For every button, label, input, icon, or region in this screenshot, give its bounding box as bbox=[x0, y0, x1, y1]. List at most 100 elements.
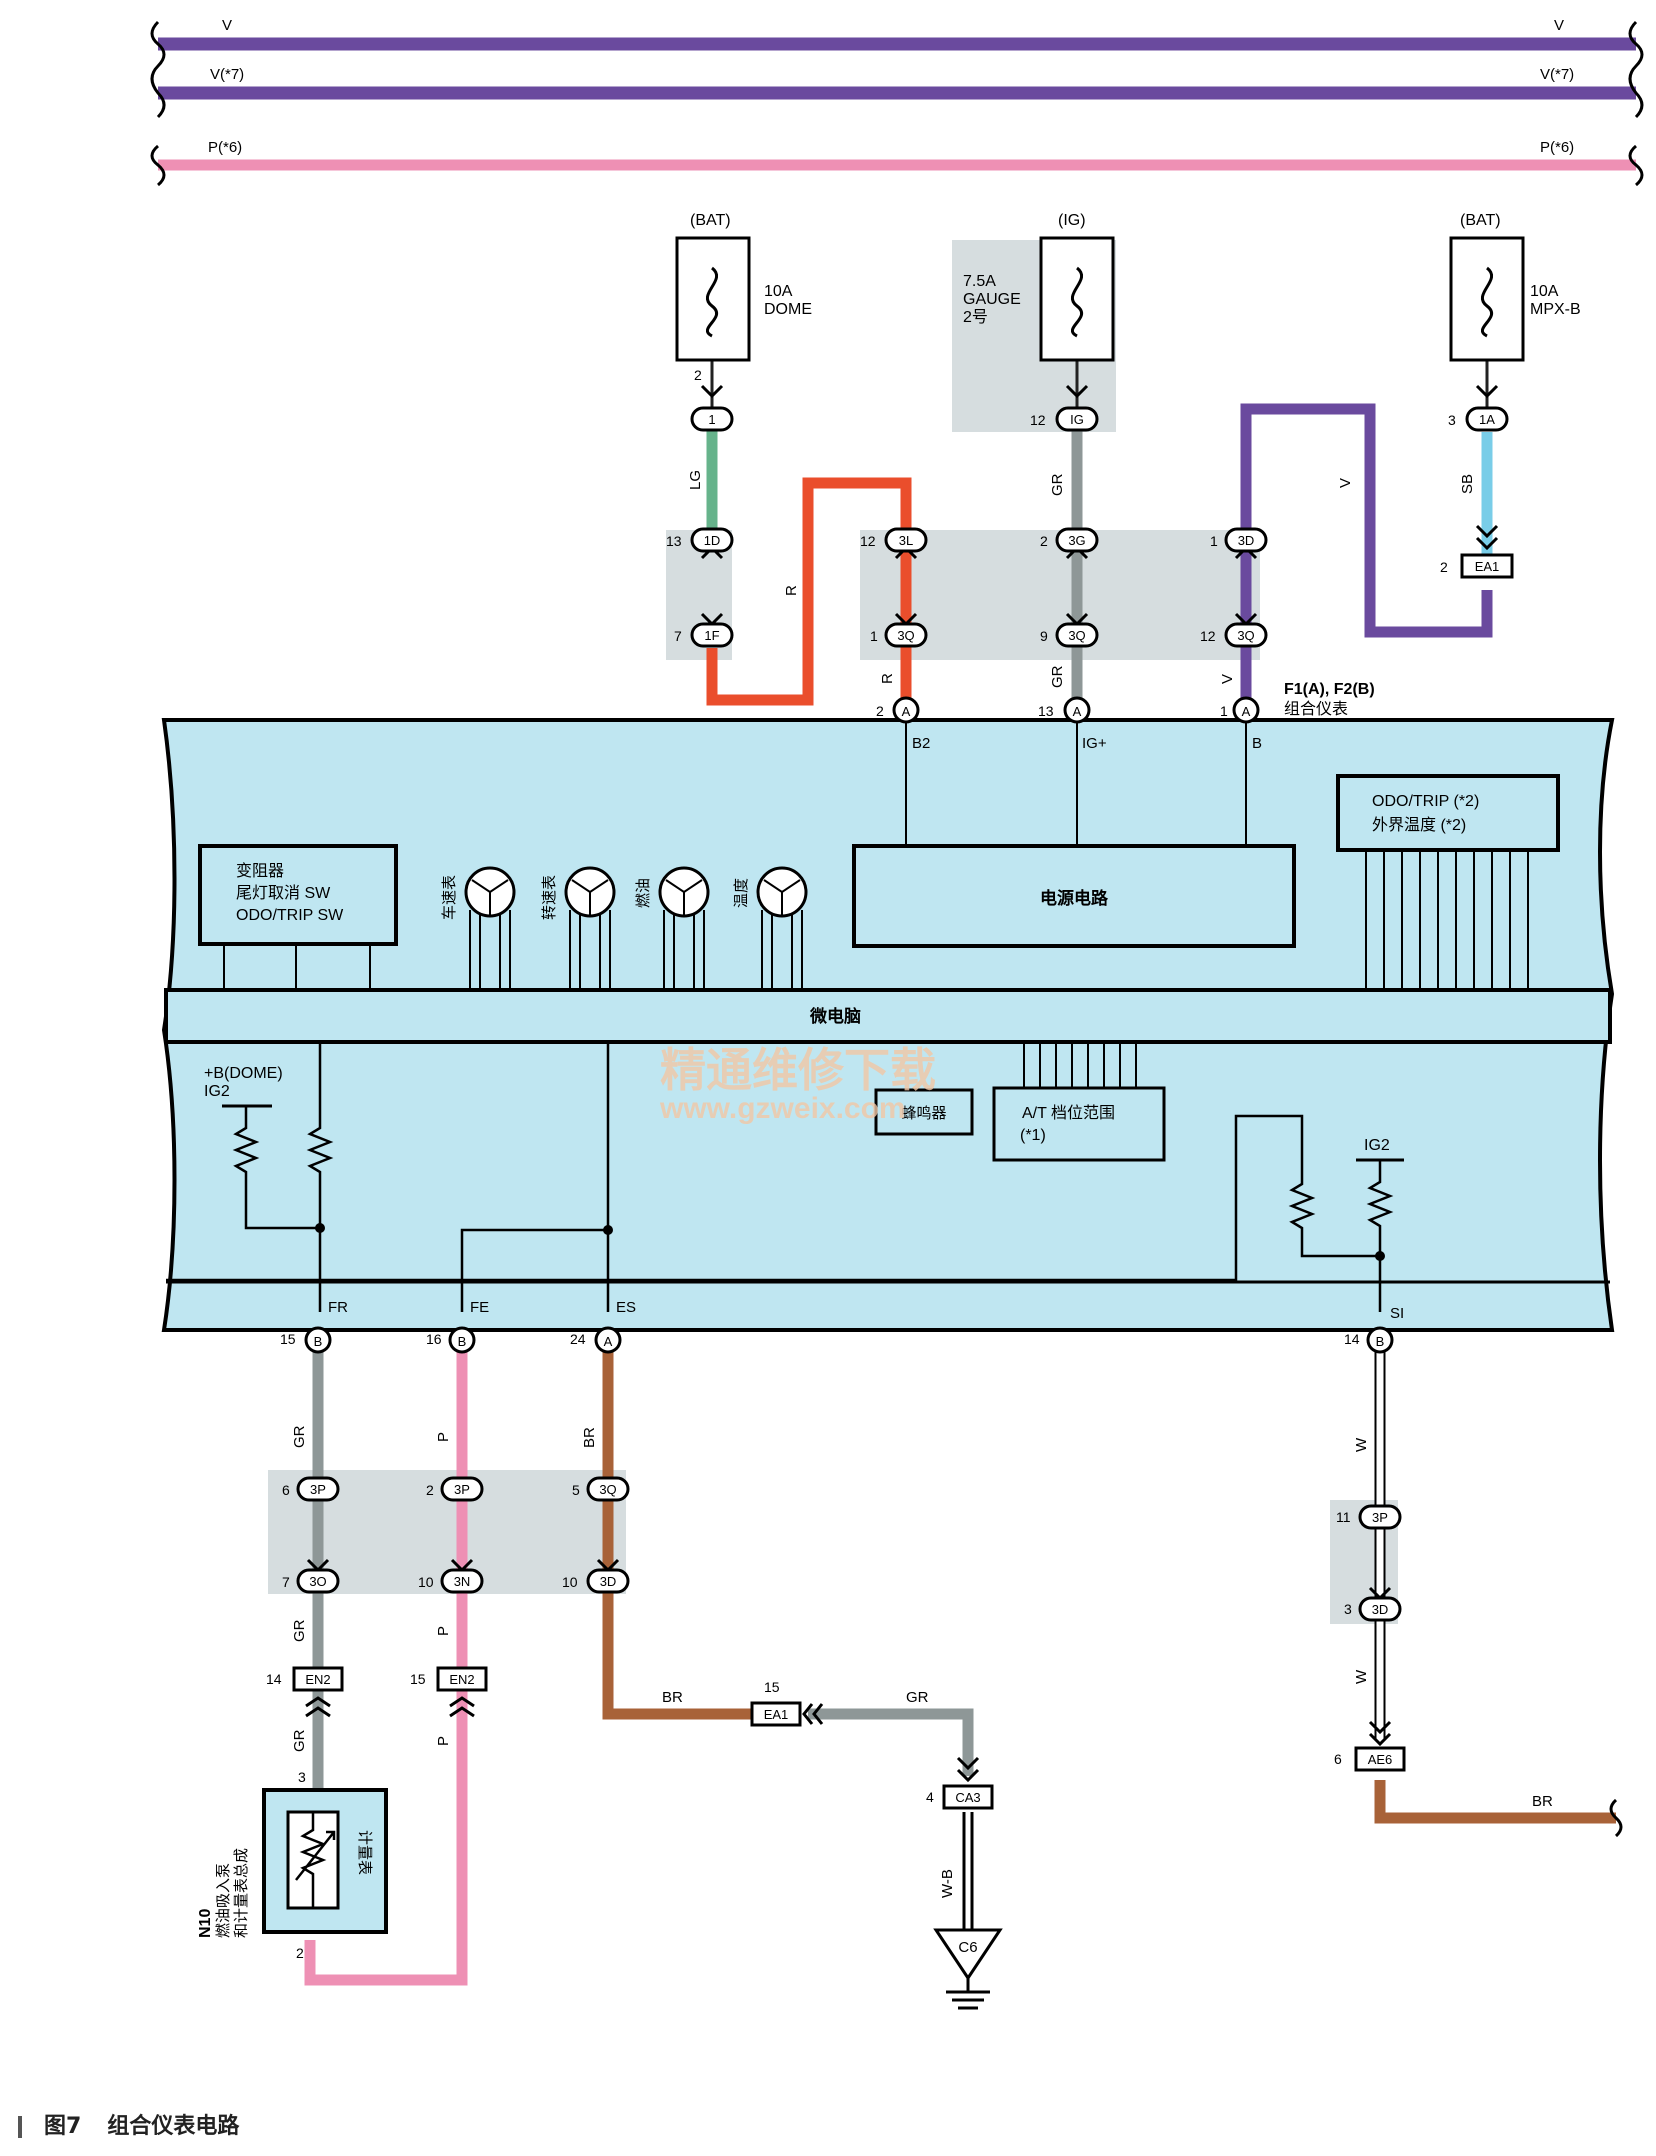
pin-2n10: 2 bbox=[296, 1945, 304, 1961]
label-p2: P bbox=[435, 1626, 452, 1636]
fuse-gauge-source: (IG) bbox=[1058, 212, 1086, 229]
at-range-box bbox=[992, 1086, 1166, 1162]
conn-ig: IG 12 bbox=[1030, 406, 1099, 432]
conn-1f-label: 1F bbox=[704, 628, 719, 643]
wire-r bbox=[706, 477, 912, 708]
caption-figure-number: 图7 bbox=[44, 2114, 82, 2139]
wires-bottom bbox=[304, 1350, 1616, 1986]
bus-p6-left-label: P(*6) bbox=[208, 139, 242, 156]
power-circuit-label: 电源电路 bbox=[1040, 888, 1109, 908]
conn-1d-body bbox=[690, 527, 734, 553]
arrowhead-b5 bbox=[305, 1696, 331, 1718]
fuse-gauge-box bbox=[1039, 236, 1115, 362]
ambient-label: 外界温度 (*2) bbox=[1372, 816, 1466, 834]
pin-b-fe-label: B bbox=[458, 1334, 467, 1349]
n10-fuel-sender: 计量表 3 2 N10 燃油吸入泵 和计量表总成 bbox=[197, 1769, 388, 1961]
rheostat-line1: 变阻器 bbox=[236, 862, 284, 880]
fuse-mpx: (BAT) 10A MPX-B bbox=[1449, 212, 1581, 362]
label-gr-l1: GR bbox=[291, 1425, 308, 1448]
conn-3p-r-body bbox=[1358, 1504, 1402, 1530]
conn-3l: 3L 12 bbox=[860, 527, 928, 553]
conn-3g-label: 3G bbox=[1068, 533, 1085, 548]
conn-1a-label: 1A bbox=[1479, 412, 1495, 427]
term-si: SI bbox=[1390, 1305, 1404, 1322]
label-br1: BR bbox=[581, 1427, 598, 1448]
conn-ca3-label: CA3 bbox=[955, 1790, 980, 1805]
conn-3d-r-body bbox=[1358, 1596, 1402, 1622]
arrowhead-b6 bbox=[449, 1696, 475, 1718]
conn-3q-d-body bbox=[586, 1476, 630, 1502]
n10-line1: 燃油吸入泵 bbox=[214, 1863, 232, 1938]
rheostat-box bbox=[198, 844, 398, 946]
ground-c6-label: C6 bbox=[958, 1939, 977, 1956]
n10-line2: 和计量表总成 bbox=[233, 1848, 250, 1938]
label-sb: SB bbox=[1459, 474, 1476, 494]
rheostat-line2: 尾灯取消 SW bbox=[236, 884, 331, 902]
conn-3o: 3O 7 bbox=[282, 1568, 340, 1594]
connectors-bottom: B 15 B 16 A 24 B 14 3P 6 3P 2 bbox=[266, 1326, 1406, 1810]
ground-triangle bbox=[933, 1928, 1003, 1981]
conn-3q-c: 3Q 12 bbox=[1200, 622, 1268, 648]
label-p3: P bbox=[435, 1736, 452, 1746]
buzzer-leads bbox=[1023, 1042, 1137, 1088]
si-line-outer bbox=[166, 1114, 1380, 1282]
bdome-label: +B(DOME) bbox=[204, 1065, 283, 1082]
gauge-fuel: 燃油 bbox=[634, 866, 710, 992]
label-wb: W-B bbox=[939, 1869, 956, 1898]
conn-3g: 3G 2 bbox=[1040, 527, 1099, 553]
n10-id: N10 bbox=[197, 1909, 214, 1938]
pin-6ae: 6 bbox=[1334, 1751, 1342, 1767]
pin-15en: 15 bbox=[410, 1671, 426, 1687]
gauge-tachometer-leads bbox=[569, 910, 611, 992]
wire-v-top bbox=[1240, 403, 1493, 708]
n10-gauge-label: 计量表 bbox=[356, 1830, 373, 1875]
conn-3n-body bbox=[440, 1568, 484, 1594]
power-circuit-box bbox=[852, 844, 1296, 948]
bus-bars: V V V(*7) V(*7) P(*6) P(*6) bbox=[150, 17, 1644, 187]
conn-ca3: CA3 4 bbox=[926, 1784, 994, 1810]
conn-3d-mid: 3D 10 bbox=[562, 1568, 630, 1594]
pin-a-es-circle bbox=[594, 1326, 622, 1354]
watermark-line2: www.gzweix.com bbox=[659, 1092, 906, 1125]
junction-dot-1 bbox=[315, 1223, 325, 1233]
pin-a-es: A 24 bbox=[570, 1326, 622, 1354]
pin-2-ea1: 2 bbox=[1440, 559, 1448, 575]
bus-v-right-label: V bbox=[1554, 17, 1564, 34]
rheostat-lines bbox=[223, 944, 371, 992]
conn-3n: 3N 10 bbox=[418, 1568, 484, 1594]
fuse-gauge-name: GAUGE bbox=[963, 291, 1021, 308]
pin-9-3q: 9 bbox=[1040, 628, 1048, 644]
fuse-dome-element bbox=[705, 266, 719, 338]
conn-1d: 1D 13 bbox=[666, 527, 734, 553]
watermark: 精通维修下载 www.gzweix.com bbox=[659, 1044, 936, 1125]
bus-v7-left-label: V(*7) bbox=[210, 66, 244, 83]
pin-5: 5 bbox=[572, 1482, 580, 1498]
label-lg: LG bbox=[687, 470, 704, 490]
gauge-temp: 温度 bbox=[733, 866, 808, 992]
conn-3p-a-body bbox=[296, 1476, 340, 1502]
conn-3p-r: 3P 11 bbox=[1336, 1504, 1402, 1530]
term-ig: IG+ bbox=[1082, 735, 1107, 752]
pin-a-es-label: A bbox=[604, 1334, 613, 1349]
cluster-top-pins: A 2 A 13 A 1 F1(A), F2(B) 组合仪表 B2 IG+ B bbox=[876, 681, 1375, 752]
fuse-dome-source: (BAT) bbox=[690, 212, 731, 229]
at-range-label1: A/T 档位范围 bbox=[1022, 1104, 1115, 1122]
conn-ea1-top-body bbox=[1460, 553, 1514, 579]
n10-variable-resistor bbox=[295, 1812, 336, 1908]
conn-1-body bbox=[690, 406, 734, 432]
arrowhead-b8 bbox=[956, 1756, 980, 1783]
conn-en2-b-label: EN2 bbox=[449, 1672, 474, 1687]
label-v2: V bbox=[1219, 674, 1236, 684]
conn-3p-a-label: 3P bbox=[310, 1482, 326, 1497]
gauge-fuel-leads bbox=[663, 910, 705, 992]
conn-en2-b-body bbox=[436, 1666, 488, 1692]
pin-1-b: 1 bbox=[1220, 703, 1228, 719]
term-fe: FE bbox=[470, 1299, 489, 1316]
label-w1: W bbox=[1353, 1437, 1370, 1452]
tachometer-label: 转速表 bbox=[541, 875, 558, 920]
power-lines bbox=[905, 722, 1247, 846]
pin-14: 14 bbox=[1344, 1331, 1360, 1347]
pin-b-fe: B 16 bbox=[426, 1326, 476, 1354]
fuse-dome: (BAT) 10A DOME 2 bbox=[675, 212, 812, 383]
